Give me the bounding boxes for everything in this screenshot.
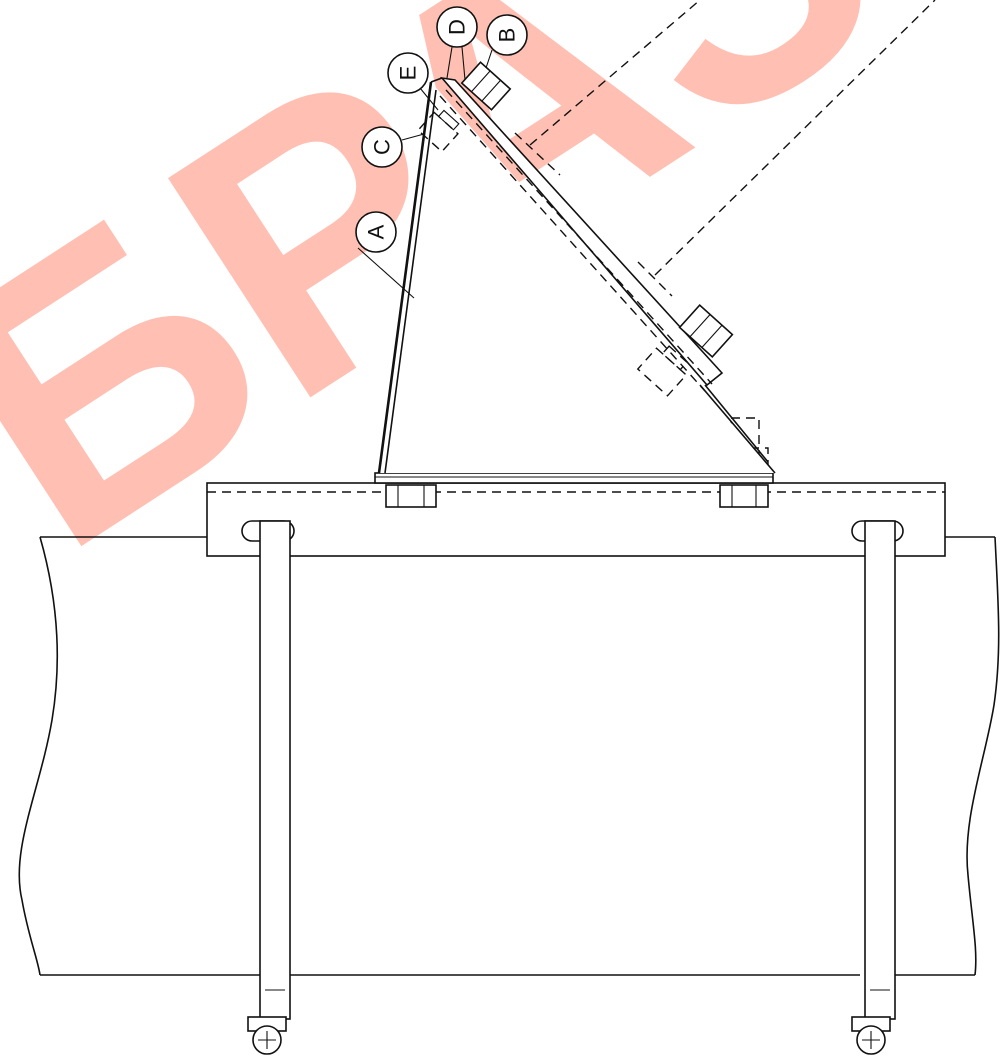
callout-label-D: D — [445, 19, 470, 35]
callout-label-C: C — [370, 139, 395, 155]
bracket-base-plate — [374, 472, 774, 484]
callout-label-E: E — [396, 66, 421, 81]
triangle-bracket — [377, 77, 776, 474]
clamp-strap-right — [851, 520, 896, 1055]
callout-C: C — [361, 126, 425, 168]
callout-A: A — [355, 211, 415, 299]
base-rail — [206, 482, 946, 557]
clamp-strap-left — [247, 520, 291, 1055]
callout-B: B — [485, 14, 528, 69]
callout-label-A: A — [364, 224, 389, 239]
callout-label-B: B — [495, 28, 520, 43]
mounted-panel-outline — [514, 0, 936, 297]
callout-D: D — [436, 6, 478, 81]
mounting-plate — [439, 76, 724, 392]
callout-E: E — [387, 52, 439, 111]
pipe — [18, 536, 1000, 976]
lower-bolt-assembly — [636, 304, 734, 397]
top-bolt-assembly — [417, 61, 512, 153]
